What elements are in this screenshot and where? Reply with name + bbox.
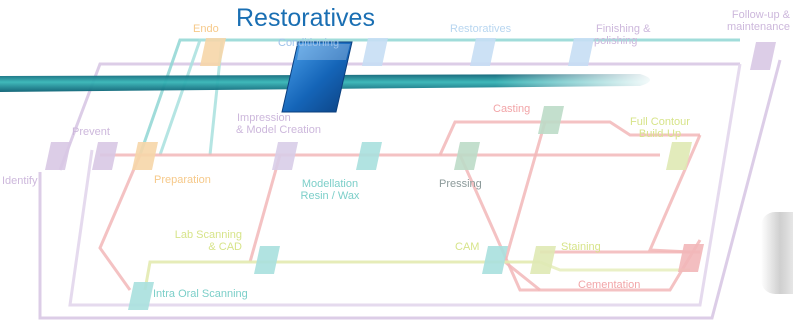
node-modellation [356,142,382,170]
label-endo: Endo [193,23,219,35]
purple-top-loop [58,62,740,171]
node-finishing [568,38,594,66]
node-cementation [678,244,704,272]
label-lab-scanning-line2: & CAD [208,241,242,253]
label-pressing: Pressing [439,178,482,190]
node-casting [538,106,564,134]
yellow-scan-line [143,260,540,291]
red-casting-line [438,120,700,156]
node-conditioning [362,38,388,66]
highlighted-restoratives-node [281,41,353,113]
node-intra-oral [128,282,154,310]
node-pressing [454,142,480,170]
node-lab-scanning [254,246,280,274]
teal-conditioning-line [138,38,740,156]
label-identify: Identify [2,175,38,187]
node-impression [272,142,298,170]
label-preparation: Preparation [154,174,211,186]
label-full-contour-line1: Full Contour [630,116,690,128]
node-full-contour [666,142,692,170]
label-finishing-line2: polishing [594,35,638,47]
label-modellation-line2: Resin / Wax [300,190,360,202]
node-preparation [132,142,158,170]
label-conditioning: Conditioning [278,37,340,49]
side-shadow-decoration [761,212,793,294]
page-title: Restoratives [236,4,375,32]
label-intra-oral-scanning: Intra Oral Scanning [153,288,248,300]
node-identify [45,142,71,170]
red-lab-line [248,154,282,263]
label-cam: CAM [455,241,480,253]
yellow-staining-line [539,260,690,272]
label-modellation-line1: Modellation [301,178,359,190]
node-prevent [92,142,118,170]
label-staining: Staining [561,241,601,253]
label-followup-line1: Follow-up & [731,9,790,21]
label-followup-line2: maintenance [727,21,790,33]
label-restoratives-step: Restoratives [450,23,512,35]
node-endo [200,38,226,66]
label-impression-line1: Impression [237,112,291,124]
highlighted-node-shine [297,44,350,60]
label-prevent: Prevent [72,126,110,138]
label-finishing-line1: Finishing & [596,23,651,35]
label-cementation: Cementation [578,279,641,291]
red-preparation-line [98,154,142,291]
label-casting: Casting [493,103,531,115]
node-restoratives-step [470,38,496,66]
label-full-contour-line2: Build-Up [638,128,682,140]
node-staining [530,246,556,274]
label-impression-line2: & Model Creation [236,124,321,136]
node-cam [482,246,508,274]
node-followup [750,42,776,70]
purple-inner-loop [68,63,742,307]
purple-outer-loop [38,59,782,320]
label-lab-scanning-line1: Lab Scanning [174,229,242,241]
